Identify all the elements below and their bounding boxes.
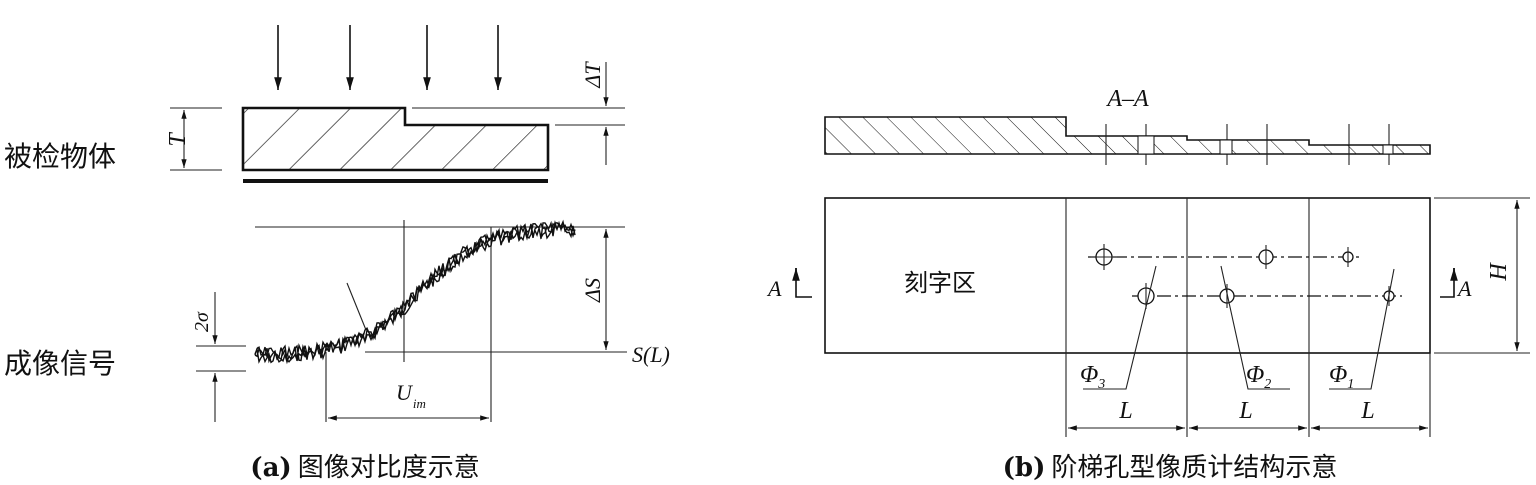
two-sigma-dimension: 2σ bbox=[191, 292, 246, 422]
delta-t-dimension: ΔT bbox=[412, 61, 625, 165]
thickness-label: T bbox=[165, 132, 191, 147]
u-im-dimension: Uim bbox=[325, 352, 489, 422]
plan-view: 刻字区 Φ3 Φ2 Φ1 bbox=[766, 197, 1530, 437]
spacing-dimensions: L L L bbox=[1068, 398, 1428, 431]
section-label: A–A bbox=[1105, 86, 1149, 112]
test-object-stepped bbox=[241, 106, 550, 172]
u-im-label: Uim bbox=[396, 380, 426, 411]
diameter-leaders bbox=[1083, 265, 1395, 390]
delta-t-label: ΔT bbox=[580, 61, 605, 89]
panel-a-contrast: T ΔT 被检物体 成像信号 ΔS S(L) 2σ bbox=[4, 25, 670, 483]
section-mark-left: A bbox=[766, 268, 812, 301]
spacing-label: L bbox=[1238, 398, 1252, 424]
height-dimension: H bbox=[1434, 197, 1530, 354]
thickness-dimension: T bbox=[165, 107, 222, 171]
delta-s-dimension: ΔS bbox=[580, 229, 609, 350]
holes bbox=[1091, 244, 1395, 309]
phi3-label: Φ3 bbox=[1080, 362, 1105, 392]
svg-text:A: A bbox=[1456, 276, 1472, 301]
panel-b-step-hole-iqi: A–A 刻字区 bbox=[766, 86, 1530, 483]
spacing-label: L bbox=[1360, 398, 1374, 424]
label-test-object: 被检物体 bbox=[4, 140, 116, 173]
caption-a: (a)图像对比度示意 bbox=[250, 453, 479, 483]
svg-text:A: A bbox=[766, 276, 782, 301]
two-sigma-label: 2σ bbox=[191, 311, 213, 332]
delta-s-label: ΔS bbox=[580, 278, 605, 303]
phi2-label: Φ2 bbox=[1246, 362, 1271, 392]
spacing-label: L bbox=[1118, 398, 1132, 424]
section-view bbox=[824, 116, 1431, 155]
section-hole-lines bbox=[1105, 124, 1394, 165]
engraving-zone-label: 刻字区 bbox=[904, 269, 976, 297]
noisy-signal-curve bbox=[254, 219, 576, 365]
signal-level-label: S(L) bbox=[632, 342, 670, 367]
section-mark-right: A bbox=[1440, 268, 1472, 301]
label-imaging-signal: 成像信号 bbox=[4, 347, 116, 380]
phi1-label: Φ1 bbox=[1329, 362, 1354, 392]
caption-b: (b)阶梯孔型像质计结构示意 bbox=[1003, 453, 1338, 483]
xray-arrows bbox=[274, 25, 502, 90]
height-label: H bbox=[1486, 262, 1512, 282]
